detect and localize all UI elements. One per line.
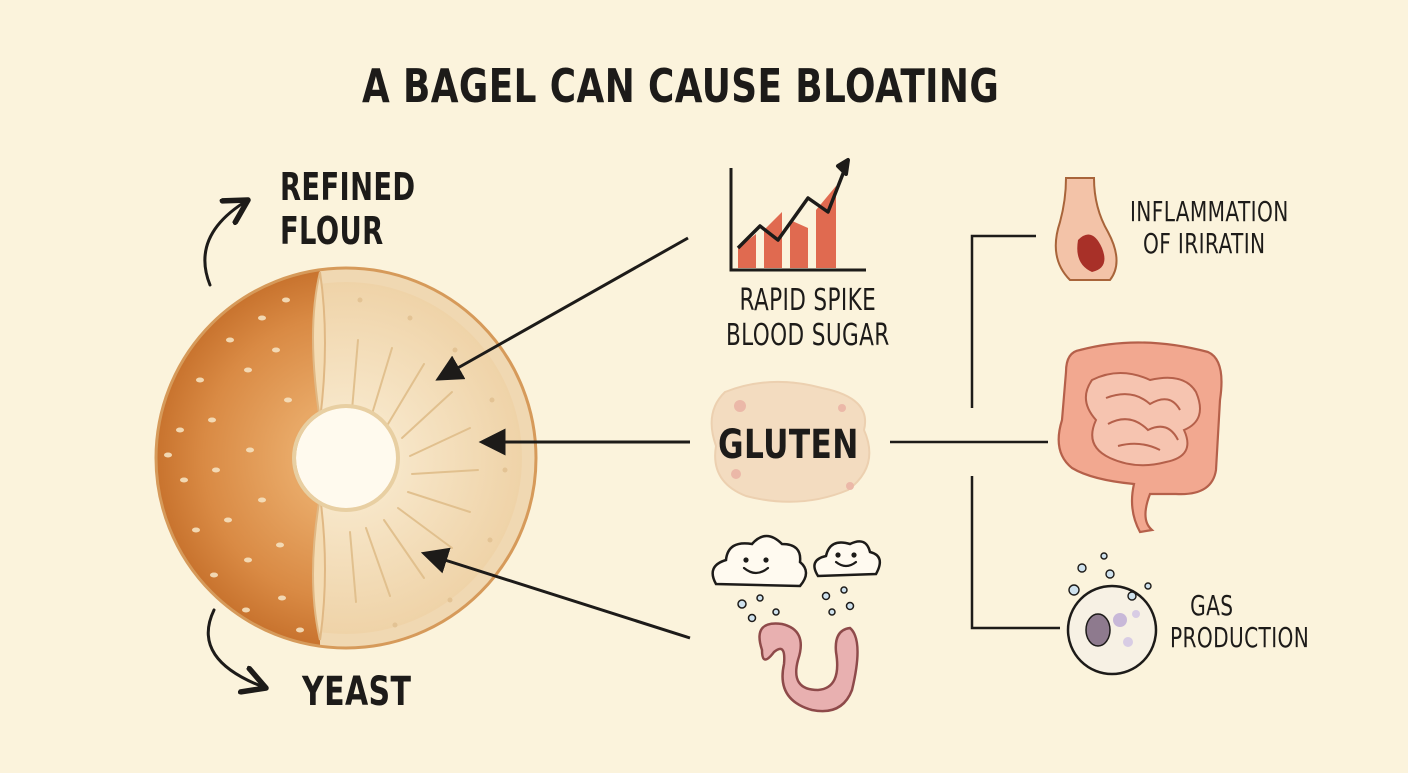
yeast-effect-arrow [420,547,691,640]
dough-blob-icon [710,380,871,503]
gas-line-2: PRODUCTION [1170,621,1310,655]
page-title: A BAGEL CAN CAUSE BLOATING [362,59,1000,113]
effects-bracket [890,234,1060,630]
gut-bacteria-icon [758,622,859,713]
inflammation-line-1: INFLAMMATION [1130,195,1289,228]
microbe-bubble-icon [1066,552,1158,676]
inflammation-label: INFLAMMATION OF IRIRATIN [1130,195,1289,261]
yeast-curved-arrow [206,608,266,688]
gas-clouds-icon [711,534,882,588]
gas-line-1: GAS [1190,589,1234,622]
gas-production-label: GAS PRODUCTION [1170,589,1310,655]
blood-sugar-line-2: BLOOD SUGAR [726,317,890,353]
flour-curved-arrow [203,200,248,287]
refined-flour-line-1: REFINED [280,165,416,209]
inflammation-line-2: OF IRIRATIN [1142,227,1266,261]
refined-flour-line-2: FLOUR [280,208,384,253]
gluten-label: GLUTEN [718,422,859,468]
yeast-label: YEAST [302,669,412,715]
intestines-icon [1057,341,1223,534]
inflamed-tract-icon [1054,177,1118,281]
refined-flour-label: REFINED FLOUR [280,165,416,253]
blood-sugar-label: RAPID SPIKE BLOOD SUGAR [726,283,890,353]
rising-chart-icon [729,158,866,272]
bagel-icon [154,266,538,650]
blood-sugar-arrow [435,236,689,381]
blood-sugar-line-1: RAPID SPIKE [739,283,877,318]
